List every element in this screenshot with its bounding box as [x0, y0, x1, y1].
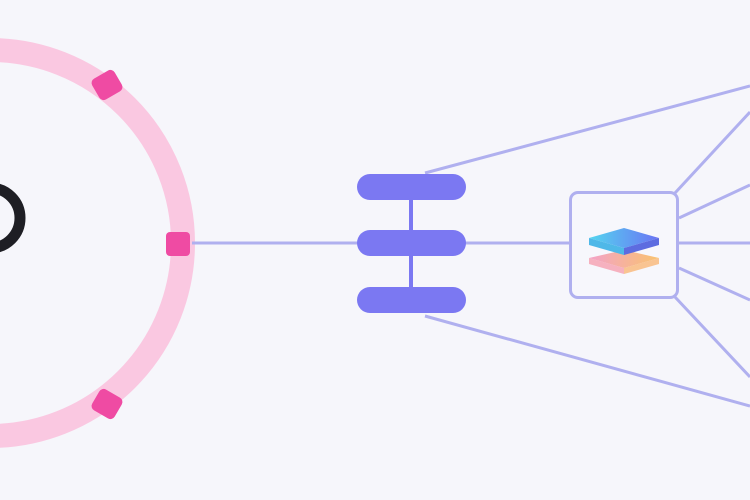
- ring-node-bottom: [91, 388, 123, 420]
- connector-box-out-4: [678, 266, 750, 302]
- pink-orbit-ring: [0, 38, 195, 448]
- ring-node-right: [166, 232, 190, 256]
- connector-box-out-1: [673, 110, 750, 195]
- hub-bar-top: [357, 174, 466, 200]
- layers-app-box: [569, 191, 679, 299]
- ring-node-top: [91, 69, 123, 101]
- layer-bottom-edge-left: [589, 258, 624, 274]
- black-ring-icon: [0, 183, 26, 253]
- three-bar-hub-icon: [357, 174, 466, 313]
- layer-bottom-edge-right: [624, 258, 659, 274]
- layer-top-edge-right: [624, 238, 659, 255]
- hub-bar-bottom: [357, 287, 466, 313]
- connector-box-out-2: [678, 183, 750, 220]
- layer-bottom: [589, 250, 659, 268]
- layer-top-edge-left: [589, 238, 624, 255]
- connector-box-out-5: [673, 295, 750, 379]
- connector-hub-top-out: [424, 84, 750, 175]
- stacked-layers-icon: [589, 228, 659, 274]
- hub-bar-middle: [357, 230, 466, 256]
- connector-hub-bottom-out: [424, 314, 750, 408]
